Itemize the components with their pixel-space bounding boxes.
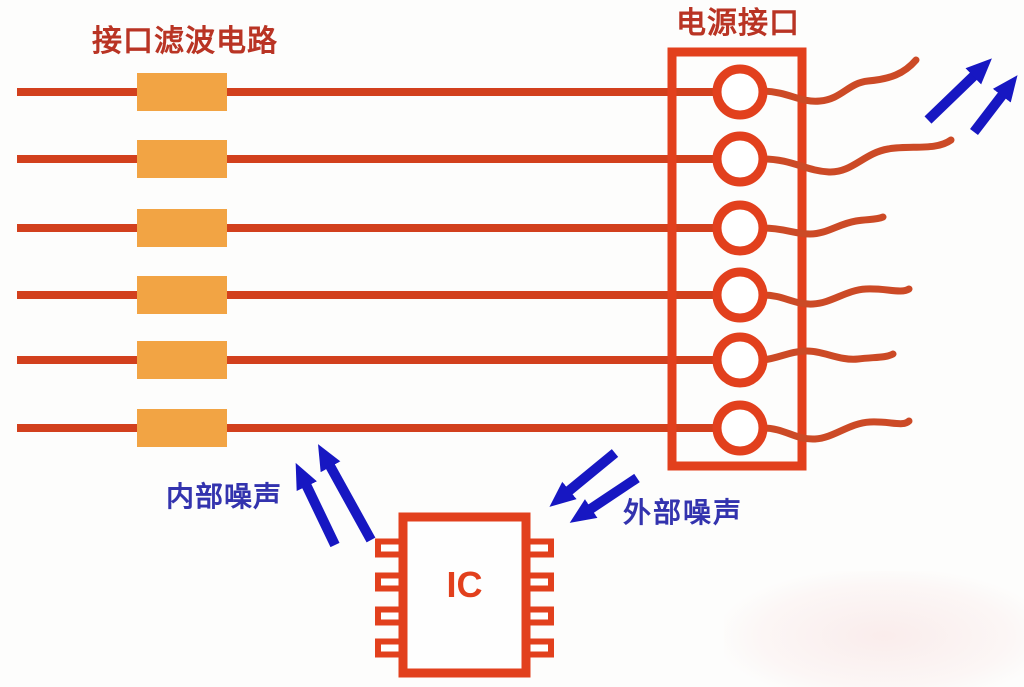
connector-wire-5	[759, 347, 897, 364]
ic-pin-left-1-slot	[381, 544, 406, 552]
connector-wire-3	[759, 213, 887, 238]
connector-pin-2	[712, 131, 768, 187]
external-noise-arrow-icon-2	[569, 473, 640, 523]
filter-block-4	[137, 276, 227, 314]
connector-wire-1	[759, 56, 920, 105]
external-noise-arrow-icon-1	[549, 449, 619, 507]
connector-pin-3	[712, 200, 768, 256]
ic-pin-left-2-slot	[381, 578, 406, 586]
ic-label: IC	[446, 564, 483, 605]
internal-noise-label: 内部噪声	[166, 481, 283, 512]
connector-pin-5	[712, 332, 768, 388]
ic-pin-left-3-slot	[381, 612, 406, 620]
internal-noise-arrow-icon-1	[295, 462, 340, 548]
power-connector-label: 电源接口	[676, 7, 800, 40]
power-connector-outline	[667, 47, 807, 471]
internal-noise-arrow-icon-2	[318, 444, 376, 543]
ic-body	[398, 512, 531, 678]
connector-wire-6	[759, 417, 913, 443]
connector-pin-4	[712, 267, 768, 323]
filter-block-5	[137, 341, 227, 379]
ic-pin-right-3-slot	[523, 612, 548, 620]
filter-circuit-label: 接口滤波电路	[92, 25, 278, 58]
connector-pin-6	[712, 400, 768, 456]
ic-pin-right-2-slot	[523, 578, 548, 586]
connector-wire-2	[759, 136, 955, 176]
filter-block-6	[137, 409, 227, 447]
ic-pins-right	[523, 538, 554, 658]
ic-pin-left-4-slot	[381, 644, 406, 652]
filter-block-3	[137, 209, 227, 247]
emission-arrow-icon-2	[970, 75, 1018, 136]
connector-wire-4	[759, 285, 913, 308]
filter-block-1	[137, 73, 227, 111]
ic-pins-left	[375, 538, 406, 658]
external-noise-label: 外部噪声	[623, 497, 744, 528]
ic-pin-right-4-slot	[523, 644, 548, 652]
ic-pin-right-1-slot	[523, 544, 548, 552]
filter-block-2	[137, 140, 227, 178]
emission-arrow-icon-1	[924, 58, 992, 124]
connector-pin-1	[712, 64, 768, 120]
